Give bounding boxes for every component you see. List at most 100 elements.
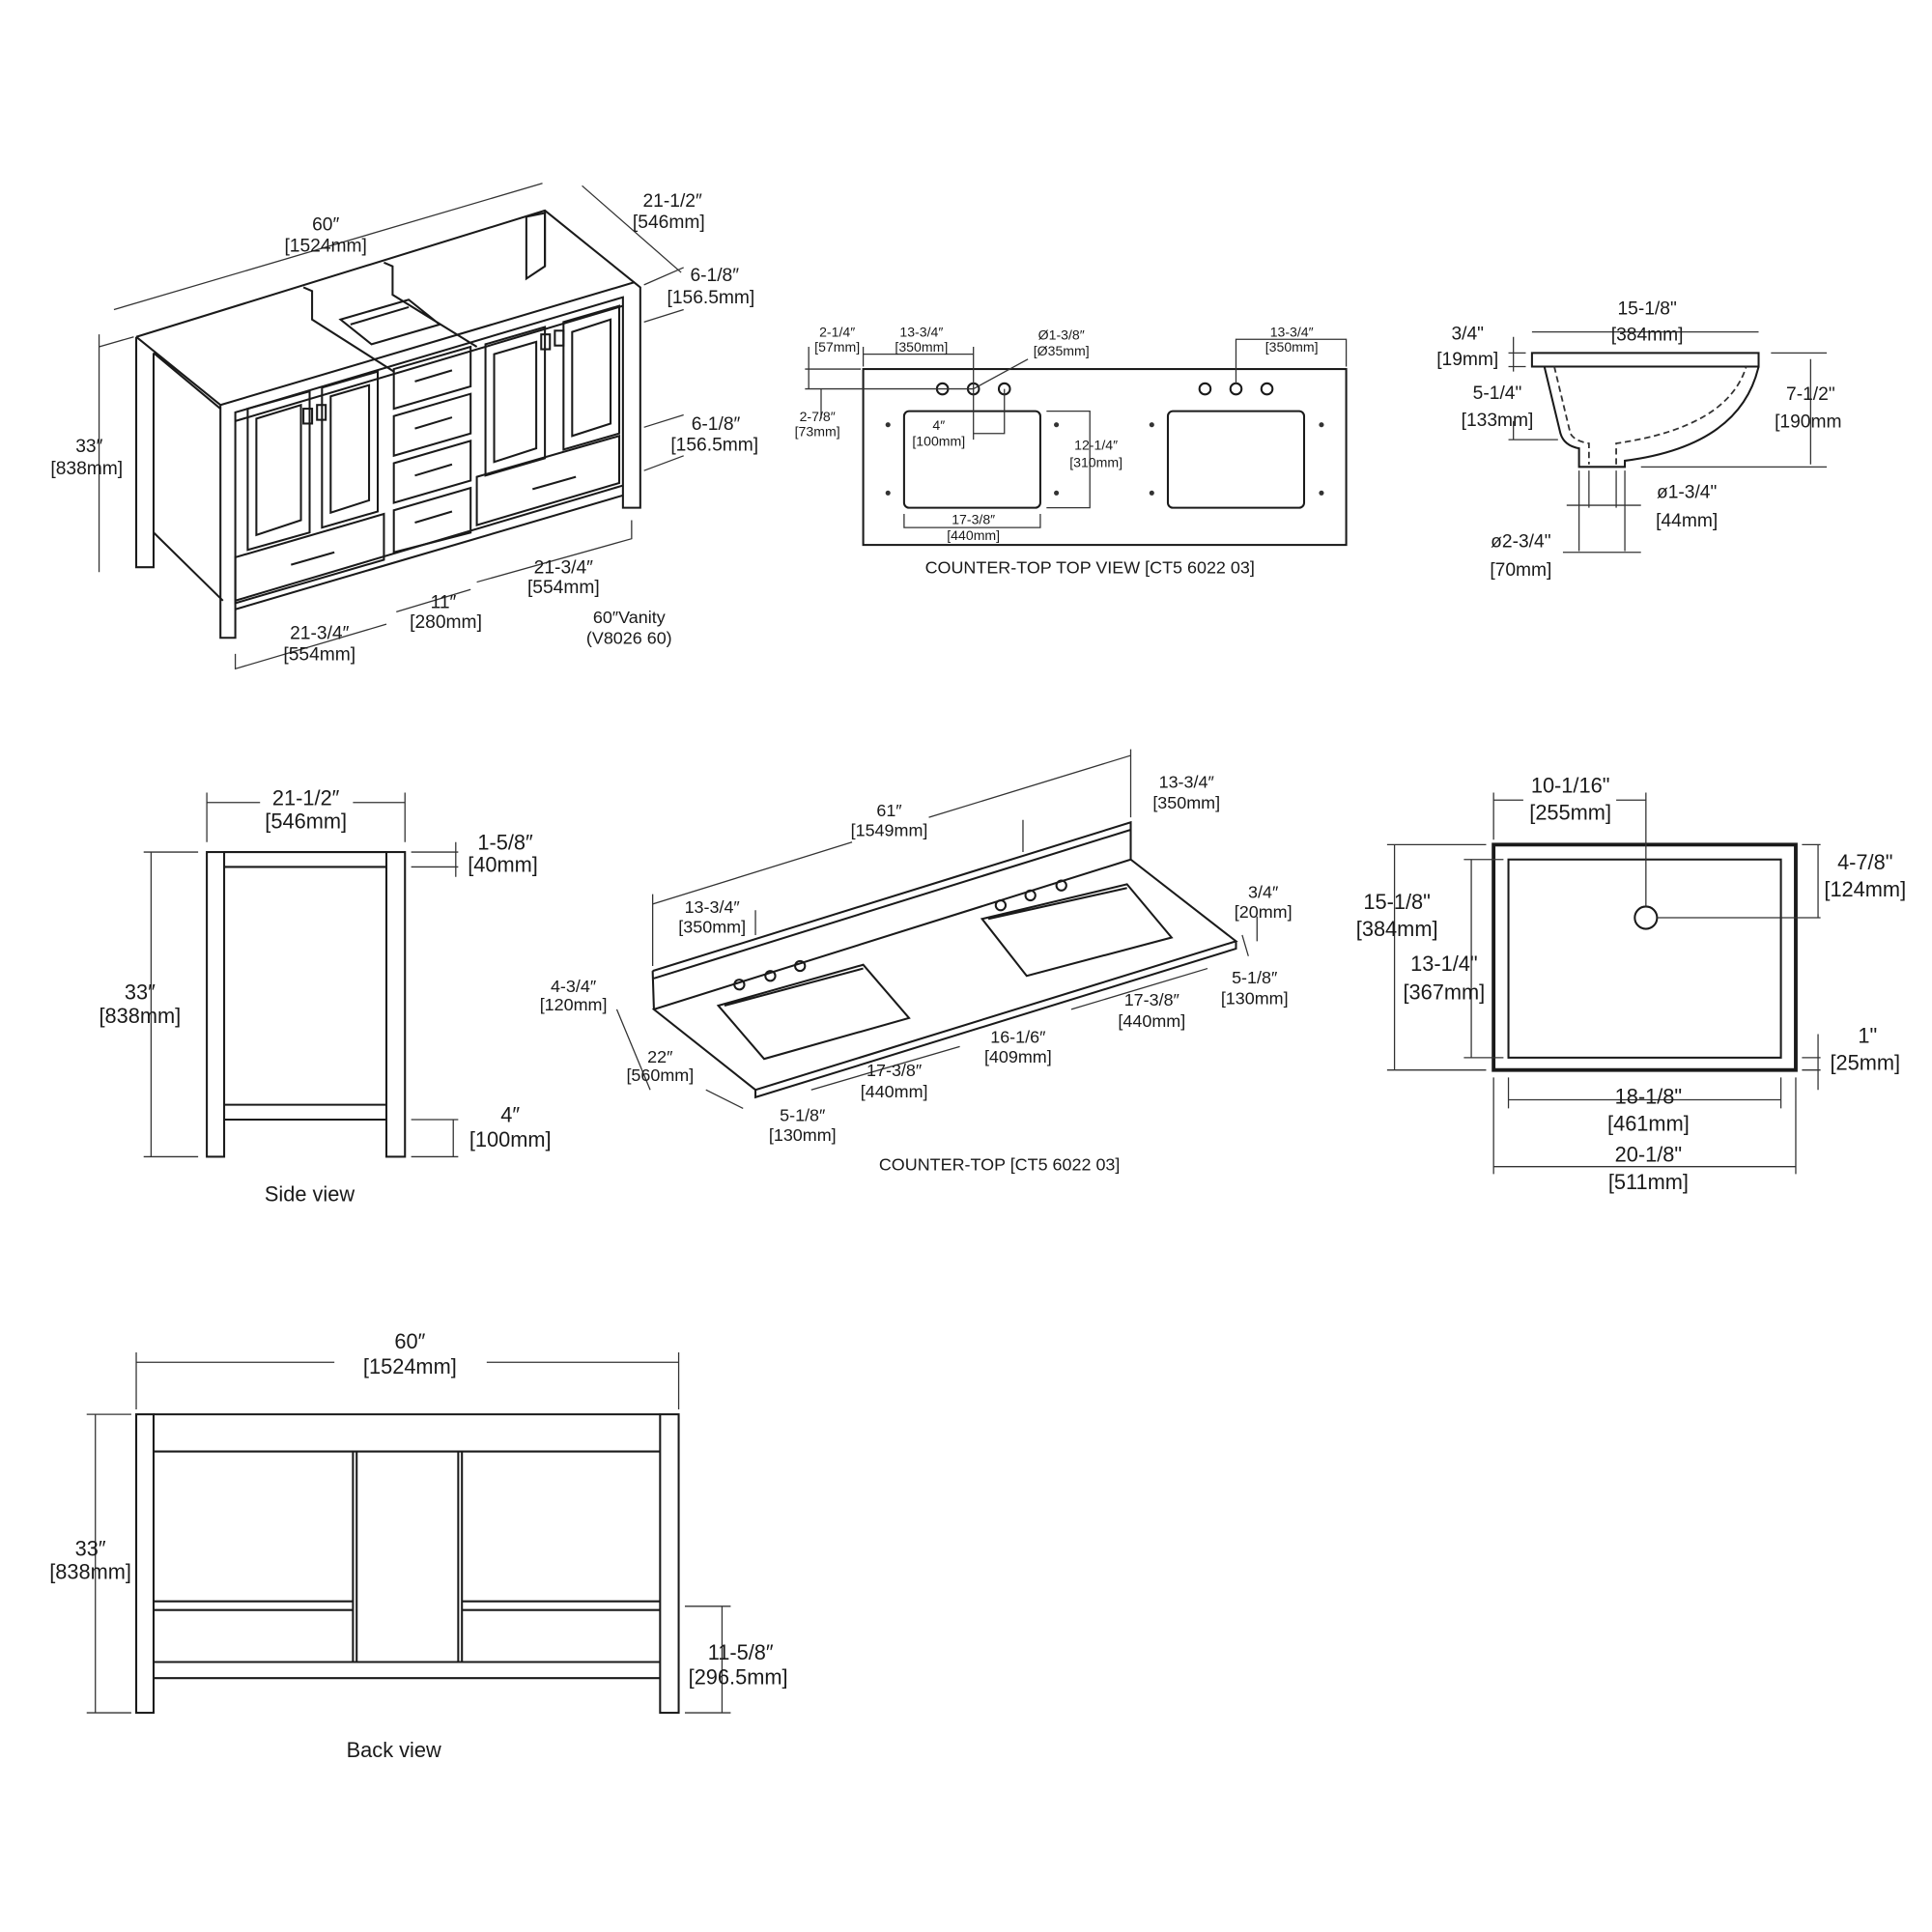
dim-depth-in: 22″: [647, 1047, 673, 1066]
dim-sink-width-mm: [440mm]: [947, 527, 1000, 543]
dim-total-depth-mm: [190mm: [1775, 412, 1841, 432]
dim-sink-width-in: 17-3/8″: [952, 511, 995, 526]
dim-left-edge-mm: [130mm]: [769, 1125, 837, 1145]
dim-hole-diameter-in: Ø1-3/8″: [1038, 327, 1085, 342]
dim-left-edge-in: 5-1/8″: [780, 1105, 826, 1124]
dim-total-depth-in: 7-1/2": [1786, 384, 1835, 405]
dim-sink-gap-in: 16-1/6″: [990, 1027, 1046, 1046]
dim-width-mm: [1524mm]: [363, 1354, 457, 1378]
dim-inner-width-mm: [461mm]: [1607, 1112, 1690, 1136]
dim-sink-width-mm: [384mm]: [1611, 326, 1684, 346]
dim-length-mm: [1549mm]: [851, 820, 928, 839]
dim-hole-to-sink-mm: [73mm]: [795, 423, 840, 439]
side-view-drawing: 21-1/2″ [546mm] 1-5/8″ [40mm] 33″ [838mm…: [99, 785, 552, 1206]
dim-left-section-in: 21-3/4″: [290, 624, 349, 644]
dim-lower-shelf-in: 11-5/8″: [708, 1640, 774, 1664]
dim-depth-mm: [546mm]: [265, 810, 347, 834]
vanity-model-label: 60″Vanity: [593, 608, 666, 627]
dim-height-in: 33″: [75, 1536, 106, 1560]
dim-drain-inner-mm: [44mm]: [1656, 511, 1718, 531]
dim-drain-offset-mm: [255mm]: [1529, 801, 1611, 825]
countertop-top-view: 2-1/4″ [57mm] 13-3/4″ [350mm] Ø1-3/8″ [Ø…: [795, 325, 1348, 578]
dim-top-rail-mm: [40mm]: [468, 853, 538, 877]
dim-left-faucet-mm: [350mm]: [678, 917, 746, 936]
dim-inner-depth-in: 13-1/4": [1410, 952, 1478, 976]
dim-right-section-in: 21-3/4″: [534, 558, 593, 579]
side-view-title: Side view: [265, 1182, 355, 1207]
dim-depth-in: 21-1/2″: [642, 191, 701, 212]
dim-drawer-height-in: 6-1/8″: [692, 414, 741, 435]
dim-sink-depth-mm: [310mm]: [1069, 454, 1122, 469]
dim-left-sink-in: 17-3/8″: [867, 1061, 923, 1080]
dim-hole-to-sink-in: 2-7/8″: [800, 409, 836, 424]
dim-width-in: 60″: [394, 1329, 425, 1353]
dim-inner-depth-mm: [367mm]: [1404, 980, 1486, 1005]
dim-left-faucet-in: 13-3/4″: [899, 325, 943, 340]
dim-edge-offset-in: 2-1/4″: [819, 325, 855, 340]
dim-height-mm: [838mm]: [99, 1004, 182, 1028]
dim-thickness-mm: [20mm]: [1235, 902, 1293, 922]
dim-left-faucet-in: 13-3/4″: [685, 897, 741, 917]
dim-top-rail-mm: [156.5mm]: [667, 288, 754, 308]
dim-drain-offset-in: 10-1/16": [1531, 774, 1610, 798]
dim-outer-width-in: 20-1/8": [1615, 1143, 1683, 1167]
dim-depth-mm: [560mm]: [626, 1065, 694, 1085]
dim-depth-mm: [546mm]: [633, 213, 705, 233]
sink-section-drawing: 15-1/8" [384mm] 3/4" [19mm] 5-1/4" [133m…: [1436, 299, 1841, 582]
dim-height-mm: [838mm]: [50, 459, 123, 479]
dim-width-in: 60″: [312, 214, 339, 235]
dim-top-rail-in: 6-1/8″: [690, 266, 739, 286]
dim-bowl-depth-in: 5-1/4": [1473, 384, 1522, 404]
dim-sink-depth-in: 12-1/4″: [1074, 437, 1118, 452]
dim-rim-mm: [25mm]: [1830, 1051, 1900, 1075]
dim-outer-depth-mm: [384mm]: [1356, 917, 1438, 941]
dim-drain-depth-mm: [124mm]: [1824, 877, 1906, 901]
dim-center-section-mm: [280mm]: [410, 612, 482, 633]
dim-right-faucet-mm: [350mm]: [1265, 339, 1319, 355]
dim-height-in: 33″: [75, 437, 102, 457]
dim-height-mm: [838mm]: [49, 1560, 131, 1584]
dim-hole-spacing-mm: [100mm]: [912, 434, 965, 449]
dim-right-sink-mm: [440mm]: [1118, 1011, 1185, 1031]
dim-inner-width-in: 18-1/8": [1615, 1084, 1683, 1108]
dim-bowl-depth-mm: [133mm]: [1462, 411, 1534, 431]
dim-rim-in: 1": [1858, 1023, 1877, 1047]
dim-edge-offset-mm: [57mm]: [814, 339, 860, 355]
dim-sink-width-in: 15-1/8": [1617, 299, 1676, 320]
dim-right-faucet-in: 13-3/4″: [1270, 325, 1314, 340]
back-view-title: Back view: [347, 1738, 441, 1762]
countertop-top-view-title: COUNTER-TOP TOP VIEW [CT5 6022 03]: [925, 558, 1255, 578]
dim-right-edge-in: 5-1/8″: [1232, 968, 1278, 987]
dim-right-edge-mm: [130mm]: [1221, 989, 1289, 1009]
dim-left-faucet-mm: [350mm]: [895, 339, 948, 355]
dim-height-in: 33″: [125, 980, 156, 1005]
dim-drain-depth-in: 4-7/8": [1837, 850, 1892, 874]
dim-top-rail-in: 1-5/8″: [477, 830, 533, 854]
dim-right-faucet-in: 13-3/4″: [1159, 772, 1215, 791]
dim-hole-spacing-in: 4″: [932, 417, 945, 433]
dim-outer-width-mm: [511mm]: [1608, 1170, 1689, 1194]
dim-drawer-height-mm: [156.5mm]: [670, 436, 758, 456]
dim-width-mm: [1524mm]: [284, 236, 366, 256]
countertop-iso-title: COUNTER-TOP [CT5 6022 03]: [879, 1155, 1121, 1175]
countertop-isometric-drawing: 61″ [1549mm] 13-3/4″ [350mm] 13-3/4″ [35…: [540, 749, 1293, 1175]
sink-top-view-drawing: 10-1/16" [255mm] 4-7/8" [124mm] 15-1/8" …: [1356, 774, 1906, 1194]
dim-right-sink-in: 17-3/8″: [1124, 990, 1180, 1009]
dim-leg-height-in: 4″: [500, 1103, 520, 1127]
dim-outer-depth-in: 15-1/8": [1363, 890, 1430, 914]
vanity-isometric-drawing: 60″ [1524mm] 21-1/2″ [546mm] 6-1/8″ [156…: [50, 183, 758, 670]
dim-leg-height-mm: [100mm]: [469, 1127, 552, 1151]
dim-center-section-in: 11″: [431, 592, 457, 612]
dim-rim-thickness-mm: [19mm]: [1436, 350, 1498, 370]
dim-left-section-mm: [554mm]: [283, 644, 355, 665]
dim-drain-inner-in: ø1-3/4": [1657, 482, 1717, 502]
dim-backsplash-in: 4-3/4″: [551, 977, 597, 996]
dim-right-faucet-mm: [350mm]: [1152, 793, 1220, 812]
dim-drain-outer-mm: [70mm]: [1490, 560, 1551, 581]
dim-length-in: 61″: [876, 801, 902, 820]
vanity-model-code: (V8026 60): [586, 629, 672, 648]
dim-drain-outer-in: ø2-3/4": [1491, 532, 1550, 553]
dim-rim-thickness-in: 3/4": [1451, 324, 1484, 344]
dim-thickness-in: 3/4″: [1248, 882, 1279, 901]
